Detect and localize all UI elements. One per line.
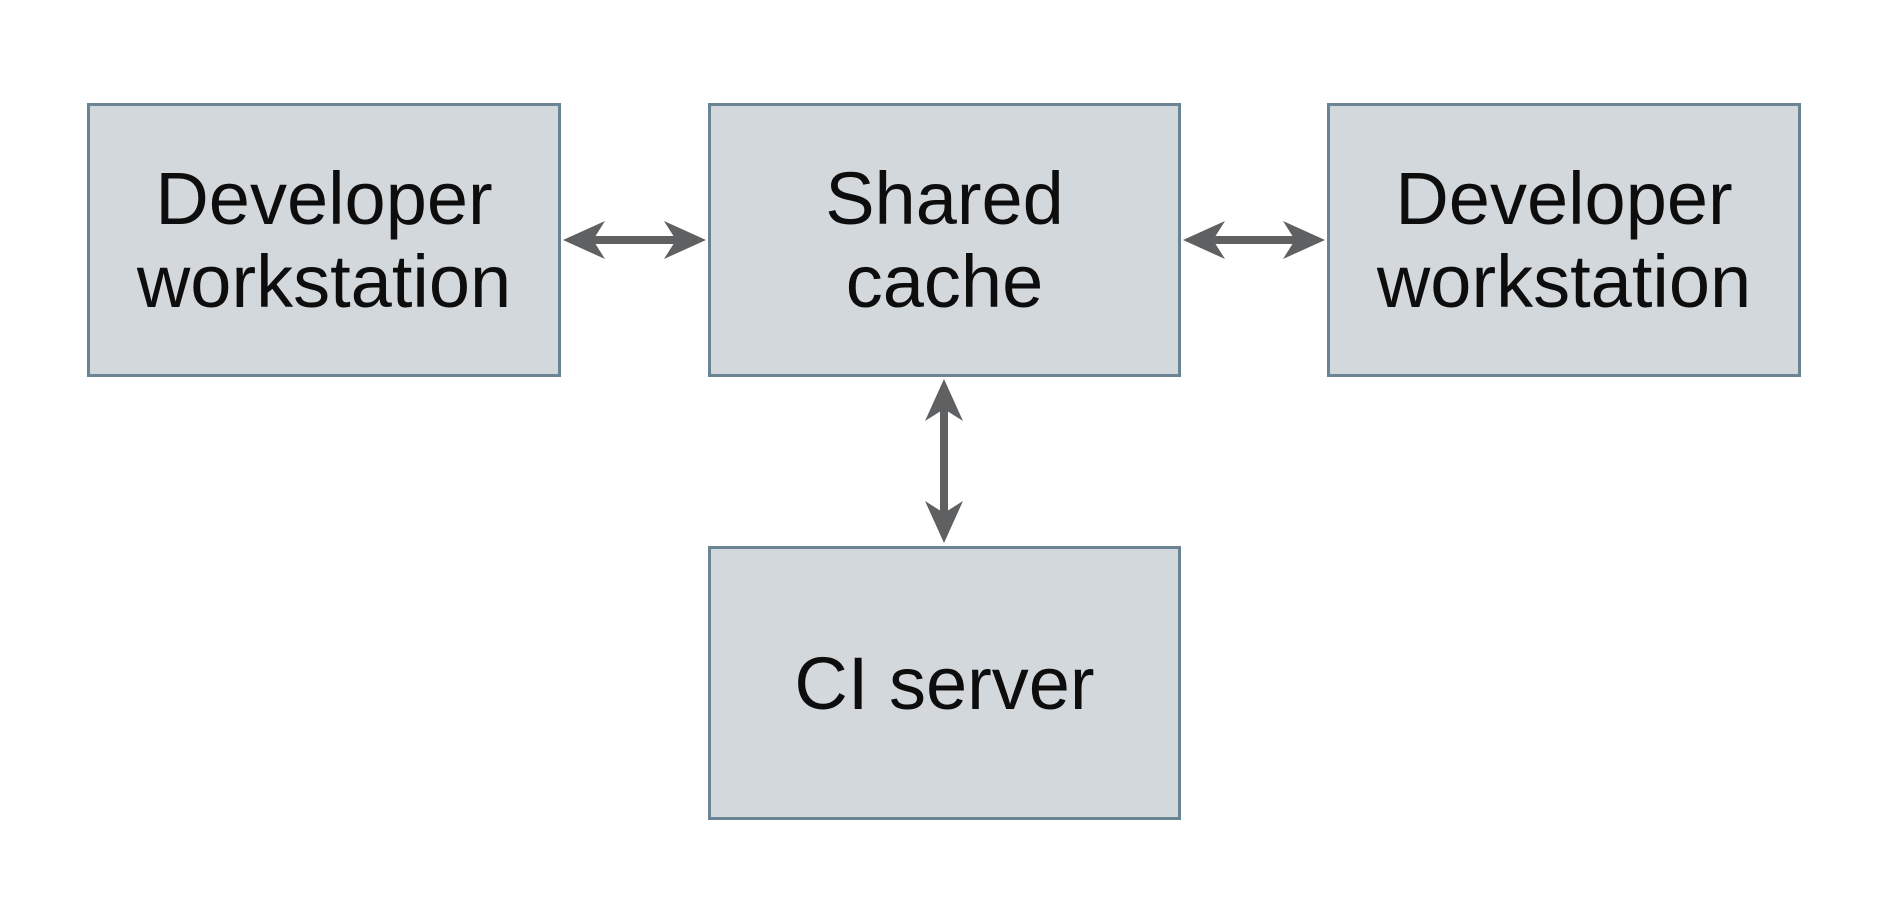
bidirectional-arrow-cache-to-right-workstation bbox=[1183, 221, 1325, 259]
arrowhead-left-icon bbox=[1183, 221, 1225, 259]
arrowhead-up-icon bbox=[925, 379, 963, 421]
node-ci-server: CI server bbox=[708, 546, 1181, 820]
arrow-shaft bbox=[1212, 236, 1296, 244]
arrowhead-right-icon bbox=[664, 221, 706, 259]
bidirectional-arrow-cache-to-ci-server bbox=[925, 379, 963, 543]
arrowhead-left-icon bbox=[563, 221, 605, 259]
bidirectional-arrow-left-workstation-to-cache bbox=[563, 221, 706, 259]
node-developer-workstation-right: Developer workstation bbox=[1327, 103, 1801, 377]
node-label-line: Developer bbox=[1395, 157, 1733, 240]
node-developer-workstation-left: Developer workstation bbox=[87, 103, 561, 377]
node-label-line: Shared bbox=[825, 157, 1064, 240]
node-label-line: cache bbox=[845, 240, 1044, 323]
node-shared-cache: Shared cache bbox=[708, 103, 1181, 377]
arrow-shaft bbox=[940, 408, 948, 514]
arrowhead-right-icon bbox=[1283, 221, 1325, 259]
arrowhead-down-icon bbox=[925, 501, 963, 543]
node-label-line: workstation bbox=[136, 240, 512, 323]
node-label-line: Developer bbox=[155, 157, 493, 240]
arrow-shaft bbox=[592, 236, 677, 244]
node-label-line: CI server bbox=[794, 641, 1095, 725]
node-label-line: workstation bbox=[1376, 240, 1752, 323]
